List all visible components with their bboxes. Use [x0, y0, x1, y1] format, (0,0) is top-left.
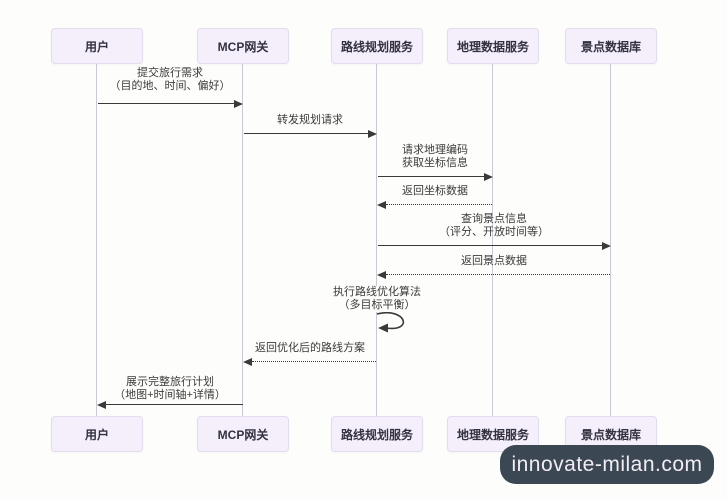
message-7-self-loop-arrow-icon: [376, 312, 405, 333]
message-8-line: [252, 361, 376, 362]
actor-user-label: 用户: [84, 427, 109, 442]
actor-route-planning-service-top: 路线规划服务: [331, 28, 423, 64]
lifeline-geo-data-service: [492, 64, 493, 416]
actor-route-planning-service-label: 路线规划服务: [340, 427, 413, 442]
message-3-line: [378, 176, 485, 177]
message-9-label: 展示完整旅行计划 （地图+时间轴+详情）: [114, 376, 226, 401]
message-1-label: 提交旅行需求 （目的地、时间、偏好）: [109, 67, 231, 92]
message-2-line: [244, 133, 369, 134]
actor-user-bottom: 用户: [51, 416, 143, 452]
actor-route-planning-service-bottom: 路线规划服务: [331, 416, 423, 452]
watermark-text: innovate-milan.com: [511, 452, 703, 476]
lifeline-poi-database: [610, 64, 611, 416]
actor-mcp-gateway-label: MCP网关: [217, 427, 269, 442]
message-8-label: 返回优化后的路线方案: [255, 342, 365, 354]
message-6-arrowhead-icon: [377, 271, 386, 279]
actor-geo-data-service-label: 地理数据服务: [456, 39, 529, 54]
message-5-label: 查询景点信息 （评分、开放时间等）: [439, 213, 549, 238]
message-2-label: 转发规划请求: [277, 114, 343, 126]
actor-poi-database-top: 景点数据库: [565, 28, 657, 64]
message-7-label: 执行路线优化算法 （多目标平衡）: [330, 286, 424, 312]
message-6-line: [386, 274, 610, 275]
message-9-line: [106, 404, 243, 405]
message-3-arrowhead-icon: [484, 173, 493, 181]
watermark-badge: innovate-milan.com: [500, 445, 714, 484]
message-8-arrowhead-icon: [243, 358, 252, 366]
lifeline-mcp-gateway: [242, 64, 243, 416]
actor-route-planning-service-label: 路线规划服务: [340, 39, 413, 54]
message-2-arrowhead-icon: [368, 130, 377, 138]
actor-mcp-gateway-label: MCP网关: [217, 39, 269, 54]
actor-poi-database-label: 景点数据库: [580, 427, 641, 442]
message-9-arrowhead-icon: [97, 401, 106, 409]
message-5-line: [378, 245, 603, 246]
message-4-line: [386, 204, 492, 205]
message-3-label: 请求地理编码 获取坐标信息: [402, 144, 468, 169]
actor-mcp-gateway-top: MCP网关: [197, 28, 289, 64]
actor-geo-data-service-top: 地理数据服务: [447, 28, 539, 64]
message-1-arrowhead-icon: [234, 100, 243, 108]
actor-user-label: 用户: [84, 39, 109, 54]
message-4-arrowhead-icon: [377, 201, 386, 209]
actor-user-top: 用户: [51, 28, 143, 64]
actor-geo-data-service-label: 地理数据服务: [456, 427, 529, 442]
message-1-line: [98, 103, 235, 104]
message-4-label: 返回坐标数据: [402, 185, 468, 197]
actor-poi-database-label: 景点数据库: [580, 39, 641, 54]
message-6-label: 返回景点数据: [461, 255, 527, 267]
lifeline-route-planning-service: [376, 64, 377, 416]
message-5-arrowhead-icon: [602, 242, 611, 250]
actor-mcp-gateway-bottom: MCP网关: [197, 416, 289, 452]
lifeline-user: [96, 64, 97, 416]
